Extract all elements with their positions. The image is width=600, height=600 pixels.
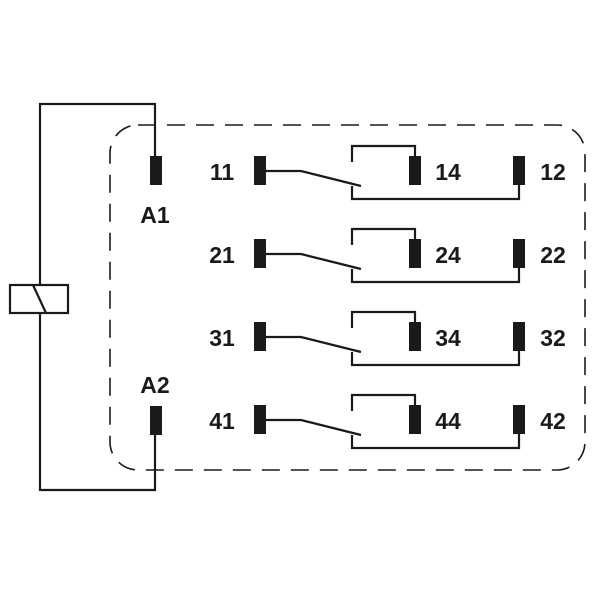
terminal-common	[254, 156, 266, 185]
terminal-nc	[513, 156, 525, 185]
no-contact-wire	[350, 393, 417, 411]
terminal-common	[254, 322, 266, 351]
terminal-common	[254, 405, 266, 434]
no-contact-wire	[350, 310, 417, 328]
terminal-no	[409, 156, 421, 185]
label-a1: A1	[140, 202, 170, 228]
contact-switch-arm	[266, 335, 362, 354]
contact-set-1: 11 14 12	[210, 144, 566, 201]
label-common: 11	[210, 159, 235, 185]
terminal-a1	[150, 156, 162, 185]
terminal-nc	[513, 322, 525, 351]
nc-contact-wire	[350, 434, 521, 450]
label-common: 21	[209, 242, 235, 268]
terminal-a2	[150, 406, 162, 435]
terminal-no	[409, 322, 421, 351]
nc-contact-wire	[350, 185, 521, 201]
coil-diagonal	[32, 284, 47, 314]
terminal-nc	[513, 239, 525, 268]
label-no: 24	[435, 242, 461, 268]
no-contact-wire	[350, 227, 417, 245]
contact-switch-arm	[266, 252, 362, 271]
label-a2: A2	[140, 372, 169, 398]
label-no: 34	[435, 325, 461, 351]
label-no: 14	[435, 159, 461, 185]
coil-circuit	[8, 102, 157, 492]
terminal-common	[254, 239, 266, 268]
label-nc: 32	[540, 325, 566, 351]
contact-switch-arm	[266, 169, 362, 188]
contact-switch-arm	[266, 418, 362, 437]
relay-housing-outline	[109, 124, 586, 471]
contact-set-2: 21 24 22	[209, 227, 566, 284]
nc-contact-wire	[350, 351, 521, 367]
label-nc: 22	[540, 242, 566, 268]
terminal-nc	[513, 405, 525, 434]
terminal-no	[409, 239, 421, 268]
coil-symbol	[8, 283, 70, 315]
label-common: 31	[209, 325, 235, 351]
coil-wire-bottom	[38, 313, 157, 492]
nc-contact-wire	[350, 268, 521, 284]
coil-wire-top	[38, 102, 157, 285]
contact-set-4: 41 44 42	[209, 393, 566, 450]
contact-set-3: 31 34 32	[209, 310, 566, 367]
label-no: 44	[435, 408, 461, 434]
terminal-no	[409, 405, 421, 434]
label-nc: 12	[540, 159, 566, 185]
no-contact-wire	[350, 144, 417, 162]
label-nc: 42	[540, 408, 566, 434]
label-common: 41	[209, 408, 235, 434]
